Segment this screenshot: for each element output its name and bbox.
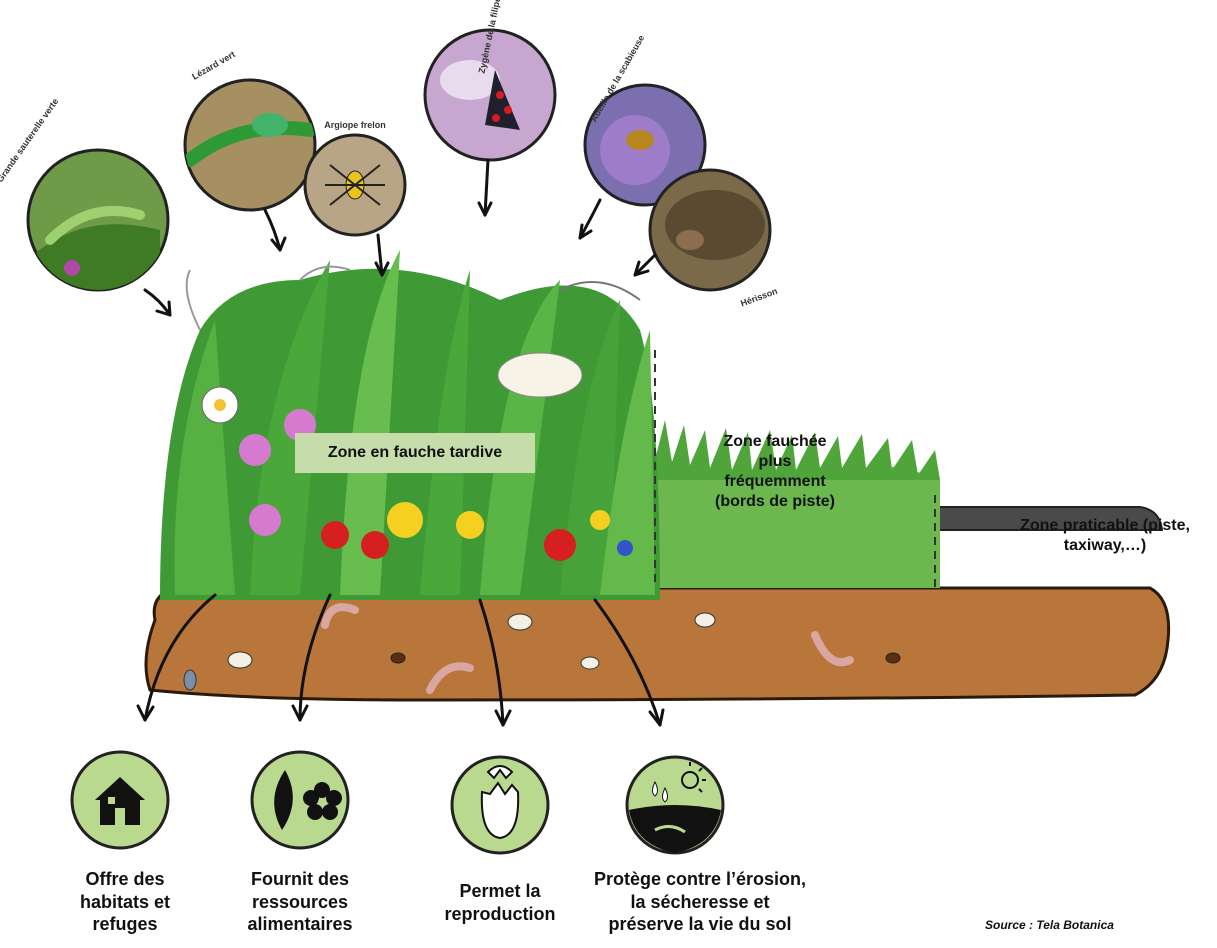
poppy-flower — [321, 521, 349, 549]
tall-meadow — [160, 250, 660, 600]
benefit-food-label: Fournit des ressources alimentaires — [195, 868, 405, 936]
house-icon — [72, 752, 168, 848]
benefit-line: la sécheresse et — [570, 891, 830, 914]
practicable-zone-label: Zone praticable (piste, taxiway,…) — [1000, 516, 1210, 556]
dandelion-flower — [387, 502, 423, 538]
cornflower — [617, 540, 633, 556]
practicable-line: Zone praticable (piste, — [1000, 516, 1210, 536]
benefit-line: Protège contre l’érosion, — [570, 868, 830, 891]
egg-icon — [452, 757, 548, 853]
leaf-flower-icon — [252, 752, 348, 848]
frequent-mowing-line: fréquemment — [695, 472, 855, 492]
benefit-line: Fournit des — [195, 868, 405, 891]
benefit-line: préserve la vie du sol — [570, 913, 830, 936]
species-lizard-label: Lézard vert — [190, 49, 237, 82]
late-mowing-zone-label: Zone en fauche tardive — [295, 433, 535, 473]
soil-layer — [146, 588, 1169, 700]
mallow-flower — [249, 504, 281, 536]
frequent-mowing-zone-label: Zone fauchée plus fréquemment (bords de … — [695, 432, 855, 512]
practicable-line: taxiway,…) — [1000, 536, 1210, 556]
mallow-flower — [239, 434, 271, 466]
species-spider: Argiope frelon — [305, 120, 405, 235]
species-lizard: Lézard vert — [185, 49, 315, 210]
poppy-flower — [544, 529, 576, 561]
benefit-line: ressources — [195, 891, 405, 914]
benefit-protection-label: Protège contre l’érosion, la sécheresse … — [570, 868, 830, 936]
source-credit: Source : Tela Botanica — [985, 918, 1114, 932]
species-spider-label: Argiope frelon — [324, 120, 386, 130]
dandelion-flower — [456, 511, 484, 539]
species-grasshopper: Grande sauterelle verte — [0, 96, 168, 300]
benefit-line: alimentaires — [195, 913, 405, 936]
poppy-flower — [361, 531, 389, 559]
frequent-mowing-line: plus — [695, 452, 855, 472]
daisy-flower — [202, 387, 238, 423]
species-moth: Zygène de la filipendule — [425, 0, 555, 160]
weather-soil-icon — [627, 757, 723, 853]
species-hedgehog-label: Hérisson — [739, 286, 779, 309]
species-hedgehog: Hérisson — [650, 170, 779, 308]
frequent-mowing-line: Zone fauchée — [695, 432, 855, 452]
frequent-mowing-line: (bords de piste) — [695, 492, 855, 512]
dandelion-flower — [590, 510, 610, 530]
yarrow-flower — [498, 353, 582, 397]
